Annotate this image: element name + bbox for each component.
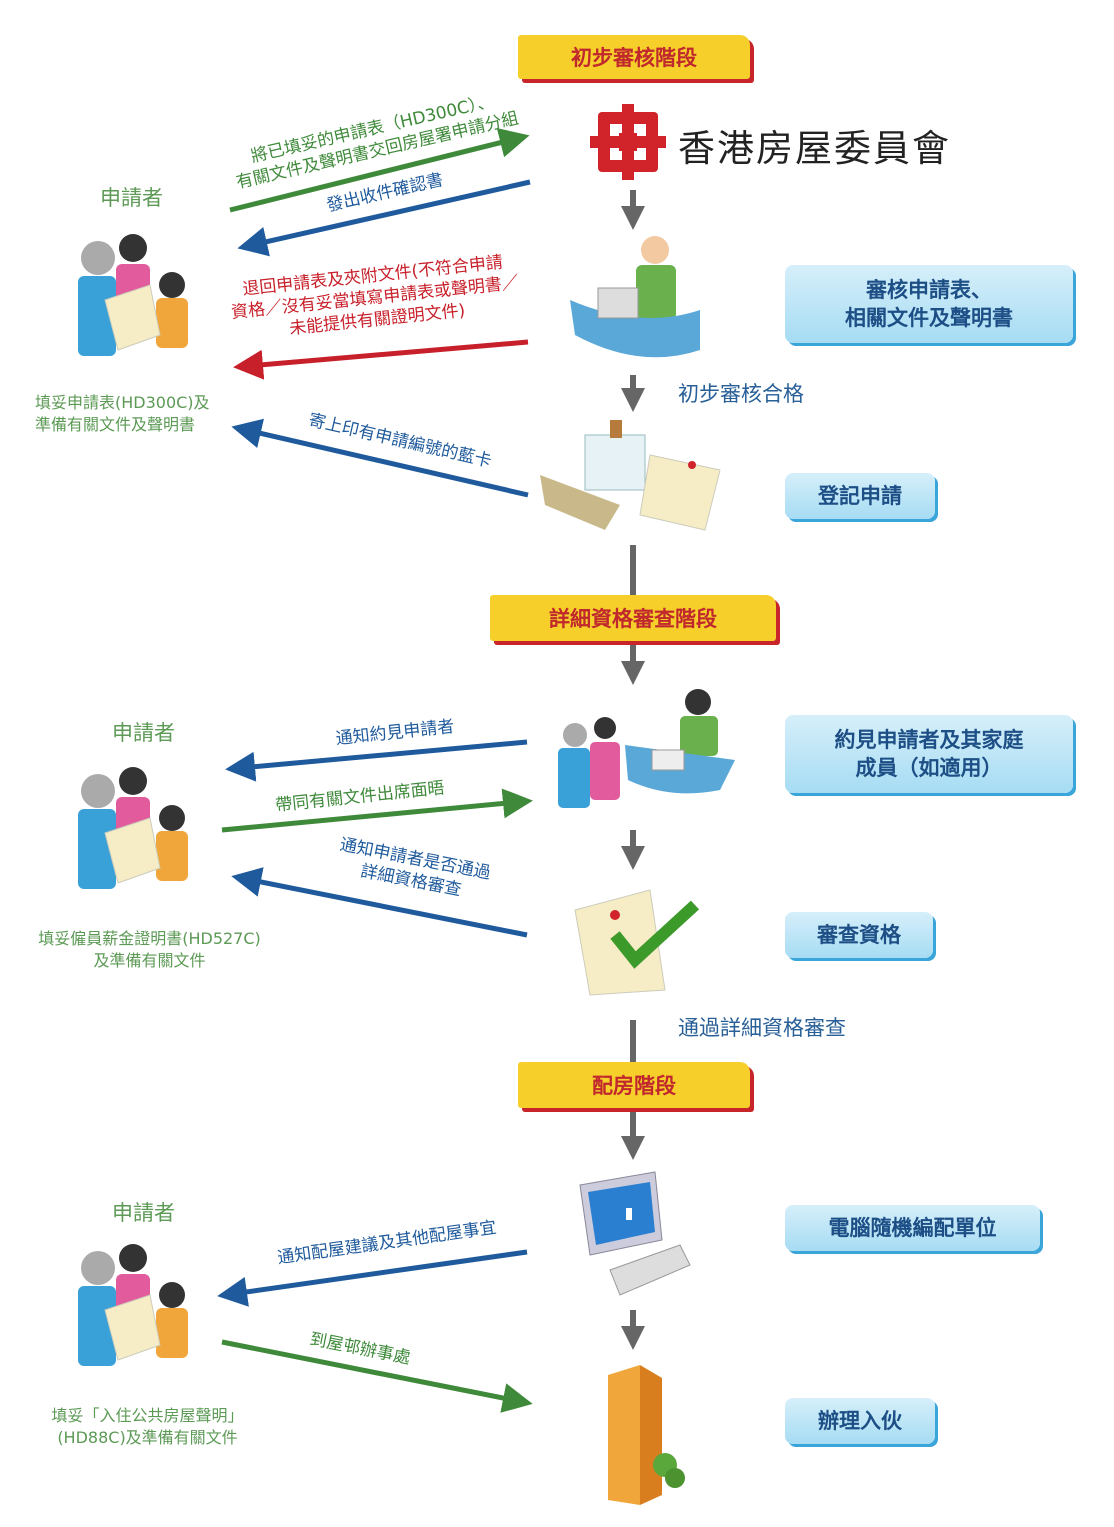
arrow-submit xyxy=(229,128,530,213)
stage-detailed-vetting: 詳細資格審查階段 xyxy=(490,595,776,641)
arrow-notify-result xyxy=(231,867,528,938)
caption-stage3: 填妥「入住公共房屋聲明」 (HD88C)及準備有關文件 xyxy=(51,1406,244,1447)
ha-logo-text: 香港房屋委員會 xyxy=(678,127,951,170)
arrow-attend xyxy=(221,788,533,833)
step-interview: 約見申請者及其家庭 成員（如適用） xyxy=(785,715,1073,793)
arrow-notify-interview xyxy=(225,739,528,782)
building-illustration xyxy=(608,1365,685,1505)
documents-stamp-illustration xyxy=(540,420,721,531)
approved-document-illustration xyxy=(574,889,700,996)
step-register: 登記申請 xyxy=(785,473,935,519)
stage-preliminary: 初步審核階段 xyxy=(518,35,750,79)
step-vet-pass: 通過詳細資格審查 xyxy=(678,1016,846,1040)
step-review: 審核申請表、 相關文件及聲明書 xyxy=(785,265,1073,343)
officer-desk-illustration xyxy=(570,236,700,358)
interview-illustration xyxy=(558,689,735,808)
arrow-notify-offer xyxy=(217,1249,528,1307)
applicant-family-illustration xyxy=(77,766,189,890)
step-vet: 審查資格 xyxy=(785,912,933,958)
stage-allocation: 配房階段 xyxy=(518,1062,750,1108)
caption-stage1: 填妥申請表(HD300C)及 準備有關文件及聲明書 xyxy=(35,393,210,434)
applicant-label: 申請者 xyxy=(100,186,163,210)
applicant-family-illustration xyxy=(77,1243,189,1367)
ha-logo-icon xyxy=(590,104,666,180)
applicant-label: 申請者 xyxy=(112,721,175,745)
computer-illustration xyxy=(579,1171,691,1296)
step-allocate: 電腦隨機編配單位 xyxy=(785,1205,1040,1251)
arrow-bluecard xyxy=(231,418,529,498)
applicant-family-illustration xyxy=(78,234,188,356)
arrow-go-office xyxy=(221,1339,533,1413)
caption-stage2: 填妥僱員薪金證明書(HD527C) 及準備有關文件 xyxy=(38,929,261,970)
arrow-ack xyxy=(237,179,531,257)
arrow-return xyxy=(233,339,529,380)
applicant-label: 申請者 xyxy=(112,1201,175,1225)
step-review-pass: 初步審核合格 xyxy=(678,382,804,406)
step-intake: 辦理入伙 xyxy=(785,1398,935,1444)
